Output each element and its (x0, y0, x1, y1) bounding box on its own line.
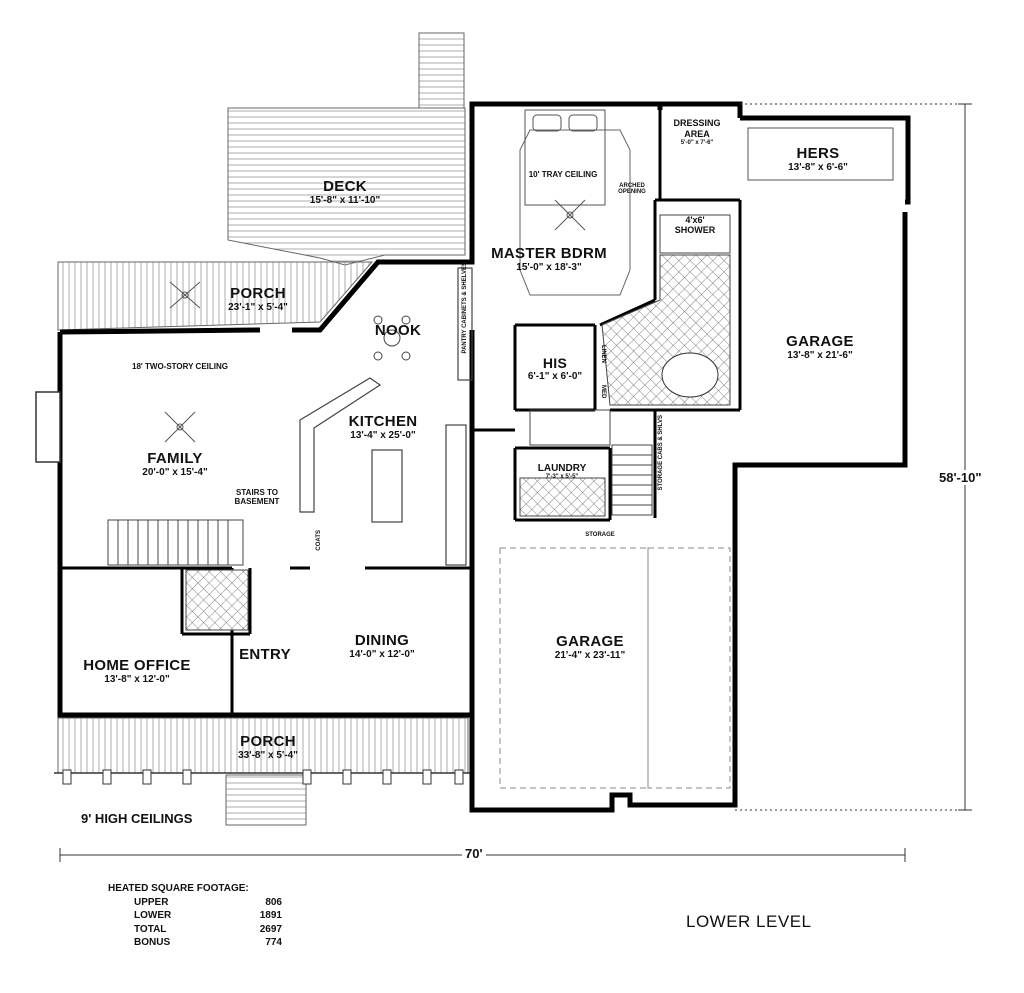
coats-note: COATS (316, 530, 322, 551)
dressing-name: DRESSING AREA (673, 118, 721, 139)
storage-note: STORAGE (585, 532, 615, 538)
master-dim: 15'-0" x 18'-3" (516, 262, 582, 273)
ceiling-height-note: 9' HIGH CEILINGS (81, 811, 193, 826)
family-name: FAMILY (147, 450, 203, 467)
ceiling-fan-family (164, 411, 196, 443)
rear-porch-name: PORCH (230, 285, 286, 302)
garage-stairs (529, 409, 653, 516)
fireplace (35, 391, 61, 463)
laundry-dim: 7'-3" x 5'-5" (545, 474, 579, 480)
garage-main-dim: 21'-4" x 23'-11" (554, 650, 626, 661)
rear-porch-dim: 23'-1" x 5'-4" (228, 302, 288, 313)
front-porch-dim: 33'-8" x 5'-4" (238, 750, 298, 761)
dining-name: DINING (354, 632, 410, 649)
hers-closet-inner (747, 127, 894, 181)
front-porch-label: PORCH 33'-8" x 5'-4" (238, 733, 298, 761)
basement-stairs (107, 519, 244, 566)
shower-label: 4'x6' SHOWER (674, 215, 716, 235)
med-note: MED (600, 385, 606, 399)
dressing-dim: 5'-0" x 7'-6" (680, 140, 714, 146)
kitchen-label: KITCHEN 13'-4" x 25'-0" (349, 413, 418, 441)
home-office-label: HOME OFFICE 13'-8" x 12'-0" (83, 657, 190, 685)
sqft-heading: HEATED SQUARE FOOTAGE: (108, 883, 249, 894)
his-name: HIS (542, 355, 568, 371)
garage-right-name: GARAGE (786, 333, 854, 350)
laundry-tile (519, 477, 606, 517)
garage-bays (499, 547, 731, 789)
tray-ceiling-note: 10' TRAY CEILING (528, 170, 598, 179)
hers-name: HERS (796, 145, 840, 162)
hers-label: HERS 13'-8" x 6'-6" (788, 145, 848, 173)
front-porch-name: PORCH (240, 733, 296, 750)
master-label: MASTER BDRM 15'-0" x 18'-3" (491, 245, 607, 273)
kitchen-name: KITCHEN (348, 413, 418, 430)
garage-main-name: GARAGE (556, 633, 624, 650)
his-label: HIS 6'-1" x 6'-0" (528, 355, 582, 382)
dining-label: DINING 14'-0" x 12'-0" (349, 632, 414, 660)
kitchen-dim: 13'-4" x 25'-0" (350, 430, 416, 441)
garage-main-label: GARAGE 21'-4" x 23'-11" (555, 633, 625, 661)
tray-ceiling (519, 129, 631, 296)
garage-right-label: GARAGE 13'-8" x 21'-6" (786, 333, 854, 361)
ceiling-fan-porch (169, 281, 201, 309)
home-office-name: HOME OFFICE (83, 657, 191, 674)
hers-dim: 13'-8" x 6'-6" (788, 162, 848, 173)
deck-name: DECK (323, 178, 367, 195)
deck-area (227, 32, 466, 266)
overall-width: 70' (462, 846, 486, 861)
nook-label: NOOK (374, 322, 422, 339)
laundry-name: LAUNDRY (537, 463, 587, 474)
arched-opening-note: ARCHED OPENING (618, 183, 646, 195)
deck-dim: 15'-8" x 11'-10" (309, 195, 381, 206)
level-title: LOWER LEVEL (686, 912, 812, 931)
half-bath-tile (185, 569, 249, 631)
family-ceiling-note: 18' TWO-STORY CEILING (132, 362, 228, 371)
front-porch-area (54, 717, 470, 826)
ceiling-fan-master (554, 199, 586, 231)
entry-label: ENTRY (239, 646, 291, 663)
dining-dim: 14'-0" x 12'-0" (349, 649, 415, 660)
overall-depth: 58'-10" (937, 470, 984, 485)
rear-porch-label: PORCH 23'-1" x 5'-4" (228, 285, 288, 313)
garage-right-dim: 13'-8" x 21'-6" (787, 350, 853, 361)
his-dim: 6'-1" x 6'-0" (527, 371, 583, 382)
home-office-dim: 13'-8" x 12'-0" (104, 674, 170, 685)
family-dim: 20'-0" x 15'-4" (142, 467, 208, 478)
rear-porch-area (57, 261, 374, 331)
master-name: MASTER BDRM (491, 245, 607, 262)
nook-table (373, 315, 411, 361)
storage-cabs-note: STORAGE CABS & SHLVS (658, 415, 664, 491)
laundry-label: LAUNDRY 7'-3" x 5'-5" (538, 463, 587, 480)
dressing-label: DRESSING AREA 5'-0" x 7'-6" (667, 118, 727, 146)
pantry-note: PANTRY CABINETS & SHELVES (462, 262, 468, 354)
deck-label: DECK 15'-8" x 11'-10" (310, 178, 380, 206)
kitchen-counters (299, 267, 473, 566)
stairs-basement-note: STAIRS TO BASEMENT (234, 488, 280, 506)
family-label: FAMILY 20'-0" x 15'-4" (142, 450, 207, 478)
linen-note: LINEN (600, 345, 606, 363)
master-bed (524, 109, 606, 206)
